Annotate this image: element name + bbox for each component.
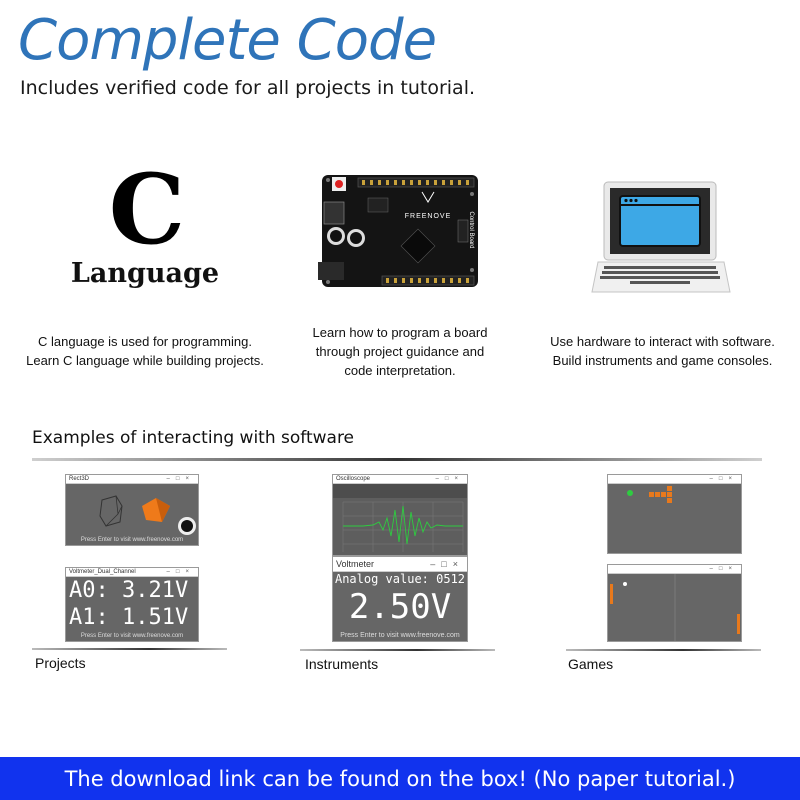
window-controls-icon: –□×	[430, 559, 464, 569]
examples-divider	[32, 458, 762, 461]
pong-game-window: –□×	[607, 564, 742, 642]
games-label: Games	[568, 656, 614, 672]
oscilloscope-titlebar: Oscilloscope –□×	[333, 475, 467, 484]
rect3d-footer: Press Enter to visit www.freenove.com	[80, 537, 184, 543]
games-divider	[566, 649, 761, 651]
c-language-caption: Language	[70, 258, 220, 289]
pong-game-titlebar: –□×	[608, 565, 741, 574]
feature-laptop-text: Use hardware to interact with software. …	[540, 332, 785, 370]
dual-voltmeter-titlebar: Voltmeter_Dual_Channel –□×	[66, 568, 198, 577]
rect3d-window: Rect3D –□× Press Enter to visit www.free…	[65, 474, 199, 546]
board-brand: FREENOVE	[405, 213, 452, 220]
page-title: Complete Code	[18, 8, 437, 73]
rect3d-scene	[99, 495, 196, 535]
feature-laptop-line: Build instruments and game consoles.	[552, 353, 773, 368]
page-subtitle: Includes verified code for all projects …	[20, 77, 476, 99]
analog-value: Analog value: 0512	[334, 572, 466, 586]
dual-voltmeter-title: Voltmeter_Dual_Channel	[69, 569, 136, 575]
voltmeter-titlebar: Voltmeter –□×	[333, 557, 467, 572]
window-controls-icon: –□×	[166, 476, 195, 482]
voltmeter-footer: Press Enter to visit www.freenove.com	[340, 632, 460, 639]
window-controls-icon: –□×	[709, 566, 738, 572]
instruments-label: Instruments	[305, 656, 379, 672]
feature-c-line: Learn C language while building projects…	[26, 353, 264, 368]
feature-c-line: C language is used for programming.	[38, 334, 252, 349]
voltmeter-window: Voltmeter –□× Analog value: 0512 2.50V P…	[332, 556, 468, 642]
voltage-reading: 2.50V	[348, 587, 452, 627]
laptop-icon	[591, 181, 731, 293]
oscilloscope-title: Oscilloscope	[336, 476, 371, 482]
projects-divider	[32, 648, 227, 650]
voltmeter-title: Voltmeter	[336, 559, 375, 569]
rect3d-title: Rect3D	[69, 476, 90, 482]
snake-game-window: –□×	[607, 474, 742, 554]
instruments-divider	[300, 649, 495, 651]
board-label: Control Board	[468, 211, 474, 248]
rect3d-titlebar: Rect3D –□×	[66, 475, 198, 484]
feature-board-line: code interpretation.	[344, 363, 456, 378]
control-board-icon: FREENOVE Control Board	[318, 175, 478, 287]
c-language-icon: C	[108, 153, 186, 266]
projects-label: Projects	[35, 655, 86, 671]
window-controls-icon: –□×	[166, 569, 195, 575]
feature-c-text: C language is used for programming. Lear…	[20, 332, 270, 370]
a1-reading: A1: 1.51V	[69, 605, 189, 630]
window-controls-icon: –□×	[709, 476, 738, 482]
feature-board-text: Learn how to program a board through pro…	[290, 323, 510, 380]
dual-voltmeter-footer: Press Enter to visit www.freenove.com	[80, 633, 184, 639]
oscilloscope-window: Oscilloscope –□×	[332, 474, 468, 556]
examples-heading: Examples of interacting with software	[32, 428, 355, 448]
snake-game-titlebar: –□×	[608, 475, 741, 484]
feature-laptop-line: Use hardware to interact with software.	[550, 334, 775, 349]
dual-voltmeter-window: Voltmeter_Dual_Channel –□× A0: 3.21V A1:…	[65, 567, 199, 642]
download-banner: The download link can be found on the bo…	[0, 757, 800, 800]
feature-board-line: Learn how to program a board	[312, 325, 488, 340]
pong-game-board	[610, 574, 740, 641]
snake-game-board	[627, 486, 672, 503]
oscilloscope-plot	[333, 484, 467, 552]
a0-reading: A0: 3.21V	[69, 578, 189, 603]
feature-board-line: through project guidance and	[315, 344, 485, 359]
window-controls-icon: –□×	[435, 476, 464, 482]
